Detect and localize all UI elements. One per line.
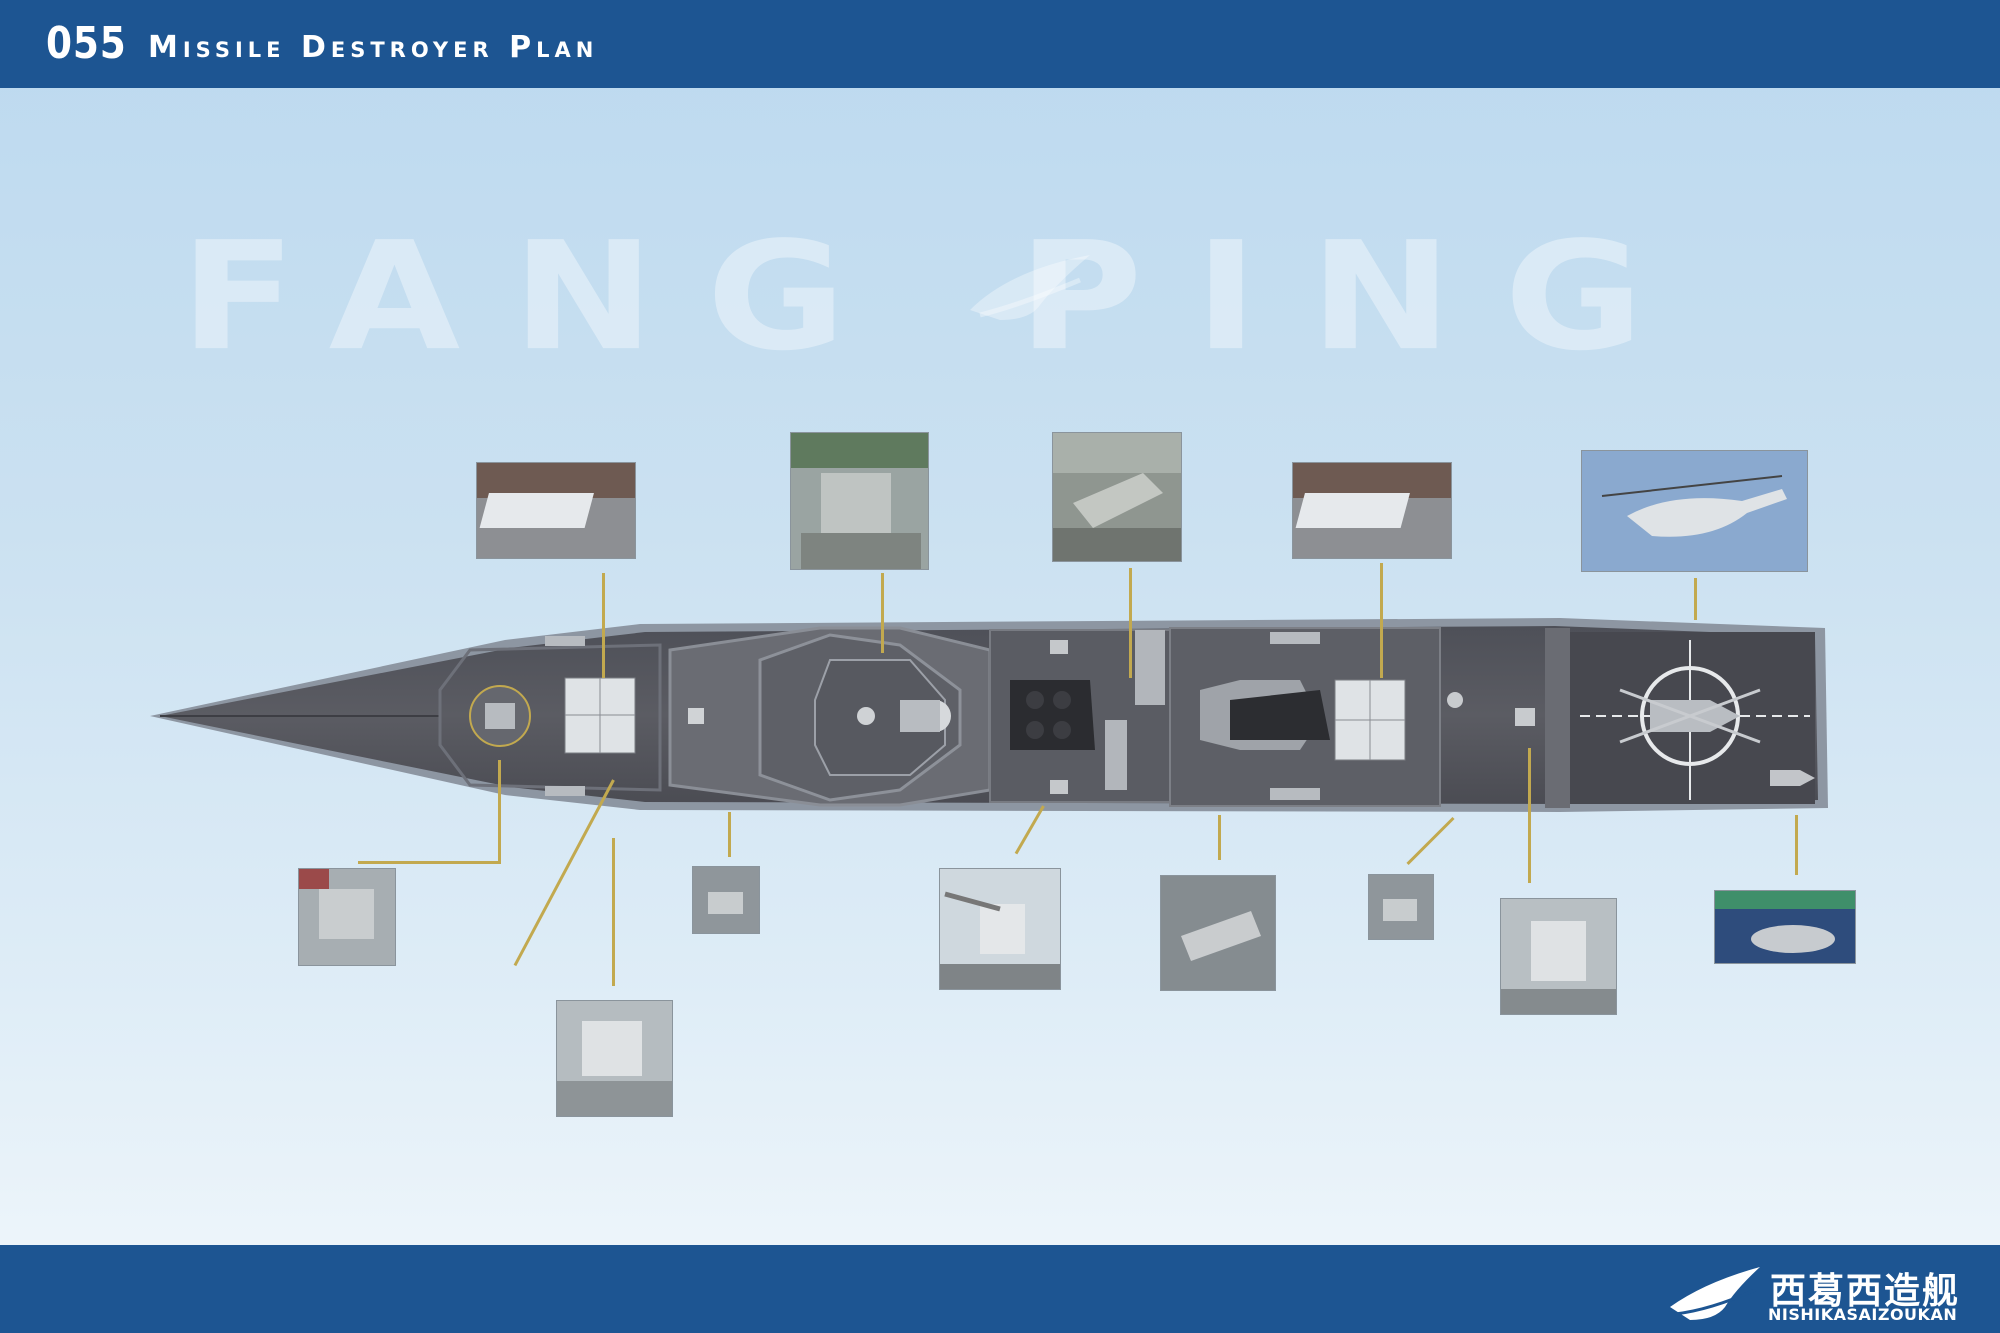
bridge-mast-photo bbox=[790, 432, 929, 570]
header-bar: 055 Missile Destroyer Plan bbox=[0, 0, 2000, 88]
launcher-photo bbox=[1052, 432, 1182, 562]
exhaust-uptakes bbox=[1010, 680, 1095, 750]
logo-chinese-text: 西葛西造舰 bbox=[1770, 1271, 1961, 1312]
leader-line bbox=[358, 861, 501, 864]
leader-line bbox=[1795, 815, 1798, 875]
leader-line bbox=[1129, 568, 1132, 678]
leader-line bbox=[881, 573, 884, 653]
helicopter-photo bbox=[1581, 450, 1808, 572]
aft-small-gun-photo bbox=[1368, 874, 1434, 940]
torpedo-launcher-photo bbox=[1160, 875, 1276, 991]
uav-on-deck bbox=[1770, 770, 1815, 786]
watermark-left: FANG bbox=[180, 210, 898, 385]
watermark-text: FANG PING bbox=[180, 210, 1696, 384]
uav-photo bbox=[1714, 890, 1856, 964]
leader-line bbox=[602, 573, 605, 678]
leader-line bbox=[1218, 815, 1221, 860]
leader-line bbox=[612, 838, 615, 986]
leader-line bbox=[1528, 748, 1531, 883]
title-number: 055 bbox=[46, 18, 127, 69]
boat-davit bbox=[1105, 720, 1127, 790]
logo-bird-icon bbox=[1670, 1267, 1760, 1320]
aft-ciws-photo bbox=[1500, 898, 1617, 1015]
main-gun-photo bbox=[298, 868, 396, 966]
leader-line bbox=[1380, 563, 1383, 678]
ciws-gun-photo bbox=[939, 868, 1061, 990]
leader-line bbox=[728, 812, 731, 857]
leader-line bbox=[498, 760, 501, 863]
leader-line bbox=[1694, 578, 1697, 620]
small-gun-photo bbox=[692, 866, 760, 934]
logo-english-text: NISHIKASAIZOUKAN bbox=[1768, 1305, 1958, 1324]
forward-vls-photo bbox=[476, 462, 636, 559]
aft-vls-photo bbox=[1292, 462, 1452, 559]
footer-bar bbox=[0, 1245, 2000, 1333]
watermark-right: PING bbox=[1018, 210, 1696, 385]
forward-ciws-photo bbox=[556, 1000, 673, 1117]
page-title: Missile Destroyer Plan bbox=[148, 30, 599, 65]
watermark-bird-icon bbox=[970, 255, 1090, 320]
